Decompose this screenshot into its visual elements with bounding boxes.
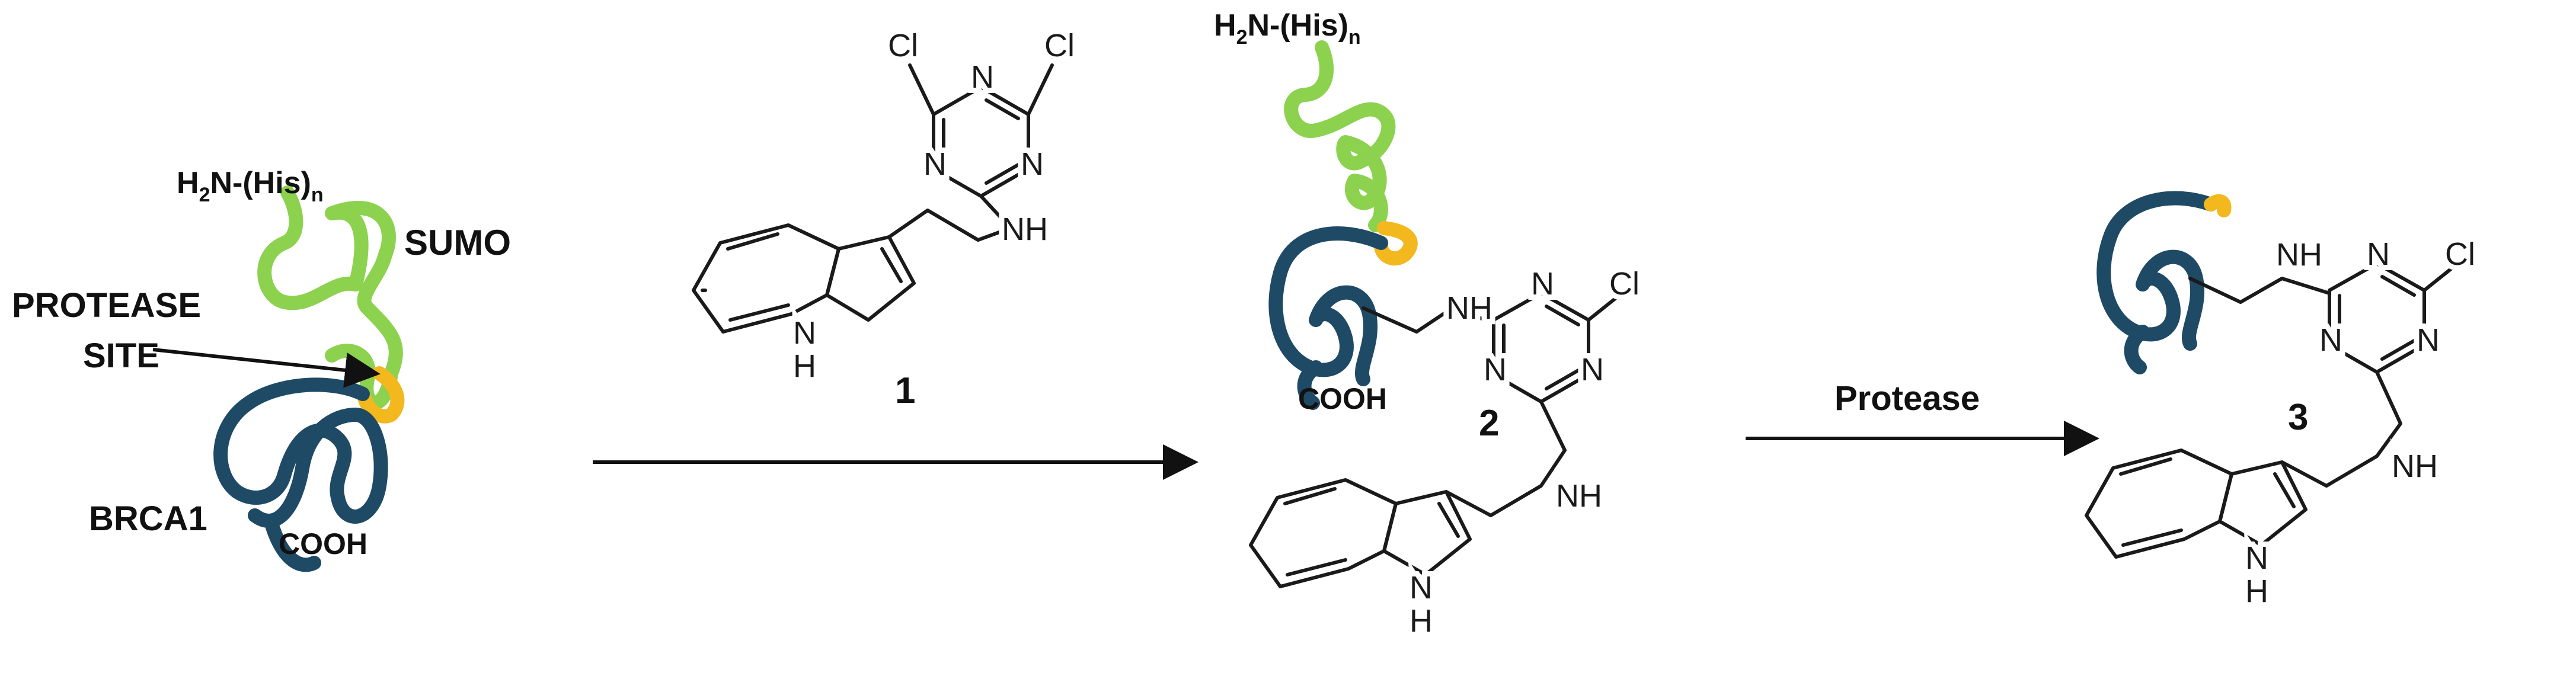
protease-site-ribbon-2 [1374,221,1418,266]
n-atom-3a: N [2367,236,2390,272]
indole-h-3: H [2245,574,2268,609]
nh-atom-2a: NH [1446,290,1492,326]
sumo-ribbon [257,185,403,410]
indole-h-1: H [793,348,816,384]
compound-2-label: 2 [1479,403,1499,444]
compound-3-label: 3 [2288,397,2308,438]
indole-h-2: H [1410,603,1433,639]
protease-site-pointer [152,348,381,388]
nh-atom-2b: NH [1556,478,1602,514]
cooh-label-2: COOH [1298,382,1387,415]
indole-n-1: N [793,315,816,351]
protease-site-ribbon-3 [2204,194,2232,217]
compound-2-protein [1268,40,1418,410]
n-atom-1a: N [971,59,994,95]
compound-1 [692,63,1054,334]
n-atom-2b: N [1484,352,1507,387]
nh-atom-3b: NH [2392,448,2438,484]
compound-1-label: 1 [895,370,915,411]
brca1-ribbon-3 [2096,191,2218,374]
fusion-protein [213,185,405,572]
n-atom-3b: N [2319,322,2342,358]
cl-atom-3: Cl [2445,236,2475,272]
cooh-label-a: COOH [279,527,367,560]
brca1-label: BRCA1 [89,499,207,538]
n-atom-2a: N [1531,266,1554,302]
indole-n-2: N [1410,570,1433,606]
nh-atom-1: NH [1002,212,1048,247]
his-tag-label-2: H2N-(His)n [1214,8,1361,49]
sumo-ribbon-2 [1284,40,1396,232]
protease-site-label-line1: PROTEASE [12,286,201,325]
n-atom-2c: N [1581,352,1604,387]
compound-3-protein [2096,191,2232,374]
brca1-ribbon-2 [1268,226,1388,410]
sumo-label: SUMO [404,223,511,262]
nh-atom-3a: NH [2276,237,2322,273]
cl-atom-1a: Cl [888,28,918,63]
protease-site-ribbon [357,366,405,424]
cl-atom-2: Cl [1609,266,1639,302]
brca1-ribbon [213,377,388,572]
cl-atom-1b: Cl [1044,28,1075,63]
n-atom-1c: N [1021,146,1044,182]
protease-label: Protease [1834,379,1980,418]
n-atom-1b: N [923,146,947,182]
indole-n-3: N [2245,540,2268,576]
compound-2 [1249,291,1620,588]
n-atom-3c: N [2417,322,2440,358]
compound-3 [2085,262,2456,559]
his-tag-label-a: H2N-(His)n [177,166,324,206]
protease-site-label-line2: SITE [83,337,159,375]
